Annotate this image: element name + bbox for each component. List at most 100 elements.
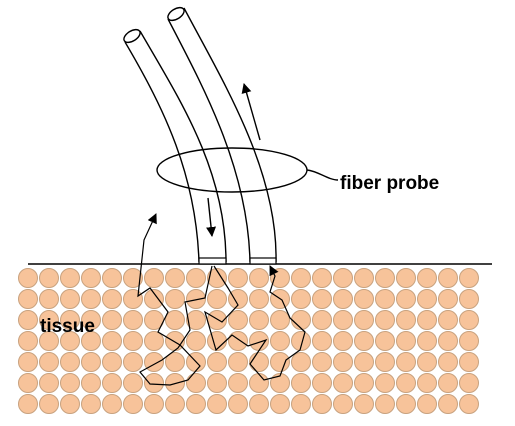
tissue-cell bbox=[438, 289, 458, 309]
tissue-cell bbox=[354, 394, 374, 414]
tissue-cell bbox=[312, 373, 332, 393]
tissue-cell bbox=[438, 352, 458, 372]
tissue-cell bbox=[102, 394, 122, 414]
tissue-cell bbox=[144, 373, 164, 393]
tissue-cell bbox=[81, 331, 101, 351]
tissue-cell bbox=[60, 289, 80, 309]
tissue-cell bbox=[312, 352, 332, 372]
tissue-cell bbox=[354, 352, 374, 372]
tissue-cell bbox=[60, 373, 80, 393]
tissue-cell bbox=[165, 352, 185, 372]
fiber-probe-label: fiber probe bbox=[340, 173, 439, 194]
tissue-cell bbox=[396, 310, 416, 330]
tissue-cell bbox=[123, 289, 143, 309]
tissue-cell bbox=[228, 352, 248, 372]
tissue-cell bbox=[81, 352, 101, 372]
tissue-cell bbox=[459, 310, 479, 330]
tissue-cell bbox=[207, 394, 227, 414]
tissue-cell bbox=[375, 373, 395, 393]
photon-path-escape bbox=[137, 213, 213, 386]
tissue-cell bbox=[207, 352, 227, 372]
tissue-cell bbox=[144, 289, 164, 309]
fiber-left bbox=[123, 28, 227, 265]
tissue-cell bbox=[249, 289, 269, 309]
tissue-cell bbox=[396, 373, 416, 393]
tissue-cell bbox=[207, 331, 227, 351]
tissue-cell bbox=[81, 310, 101, 330]
tissue-cell bbox=[18, 331, 38, 351]
tissue-cell bbox=[417, 331, 437, 351]
tissue-cell bbox=[333, 331, 353, 351]
tissue-cell bbox=[102, 373, 122, 393]
tissue-cell bbox=[81, 268, 101, 288]
tissue-cell bbox=[396, 289, 416, 309]
collected-light-arrow bbox=[241, 83, 261, 141]
tissue-cell bbox=[459, 331, 479, 351]
tissue-cell bbox=[459, 373, 479, 393]
tissue-cell bbox=[228, 289, 248, 309]
tissue-cell bbox=[417, 394, 437, 414]
tissue-cell bbox=[207, 289, 227, 309]
tissue-label: tissue bbox=[40, 316, 95, 337]
tissue-cell bbox=[270, 331, 290, 351]
tissue-cell bbox=[438, 310, 458, 330]
tissue-cell bbox=[459, 268, 479, 288]
tissue-cell bbox=[123, 268, 143, 288]
tissue-cell bbox=[375, 352, 395, 372]
tissue-cell bbox=[18, 394, 38, 414]
tissue-cell bbox=[270, 268, 290, 288]
tissue-cell bbox=[438, 268, 458, 288]
tissue-cell bbox=[417, 268, 437, 288]
tissue-cell bbox=[186, 331, 206, 351]
tissue-cell bbox=[102, 310, 122, 330]
fiber-left-tip bbox=[198, 257, 227, 265]
tissue-cell bbox=[123, 394, 143, 414]
tissue-cell bbox=[39, 289, 59, 309]
fiber-right bbox=[167, 6, 277, 265]
tissue-cell bbox=[396, 331, 416, 351]
tissue-cell bbox=[186, 289, 206, 309]
tissue-cell bbox=[186, 394, 206, 414]
tissue-cell bbox=[228, 310, 248, 330]
tissue-cell bbox=[249, 268, 269, 288]
tissue-cell bbox=[312, 310, 332, 330]
tissue-cell bbox=[459, 352, 479, 372]
tissue-cell bbox=[312, 268, 332, 288]
tissue-cell bbox=[375, 331, 395, 351]
tissue-cell bbox=[123, 310, 143, 330]
tissue-cell bbox=[375, 289, 395, 309]
tissue-cell bbox=[459, 394, 479, 414]
tissue-cell bbox=[102, 331, 122, 351]
tissue-cell bbox=[39, 310, 59, 330]
tissue-cell bbox=[438, 373, 458, 393]
tissue-cell bbox=[312, 289, 332, 309]
tissue-cell bbox=[375, 310, 395, 330]
tissue-cell bbox=[144, 268, 164, 288]
tissue-cell bbox=[354, 268, 374, 288]
tissue-cell bbox=[249, 373, 269, 393]
tissue-cell bbox=[291, 310, 311, 330]
tissue-cell bbox=[60, 310, 80, 330]
photon-path-collected bbox=[204, 265, 306, 381]
tissue-cell bbox=[270, 310, 290, 330]
tissue-cell bbox=[375, 268, 395, 288]
tissue-cell bbox=[186, 310, 206, 330]
tissue-cell bbox=[228, 268, 248, 288]
tissue-cell bbox=[354, 373, 374, 393]
tissue-cell bbox=[165, 268, 185, 288]
tissue-cell bbox=[60, 331, 80, 351]
tissue-cell bbox=[165, 331, 185, 351]
tissue-cell bbox=[165, 310, 185, 330]
tissue-cell bbox=[291, 268, 311, 288]
tissue-cell bbox=[144, 331, 164, 351]
tissue-cell bbox=[438, 331, 458, 351]
tissue-cell bbox=[354, 331, 374, 351]
tissue-cell bbox=[249, 394, 269, 414]
tissue-cell bbox=[207, 268, 227, 288]
tissue-cell bbox=[39, 352, 59, 372]
tissue-cell bbox=[186, 268, 206, 288]
tissue-cell bbox=[417, 373, 437, 393]
tissue-cell bbox=[291, 352, 311, 372]
tissue-cell bbox=[60, 352, 80, 372]
tissue-cell bbox=[123, 331, 143, 351]
